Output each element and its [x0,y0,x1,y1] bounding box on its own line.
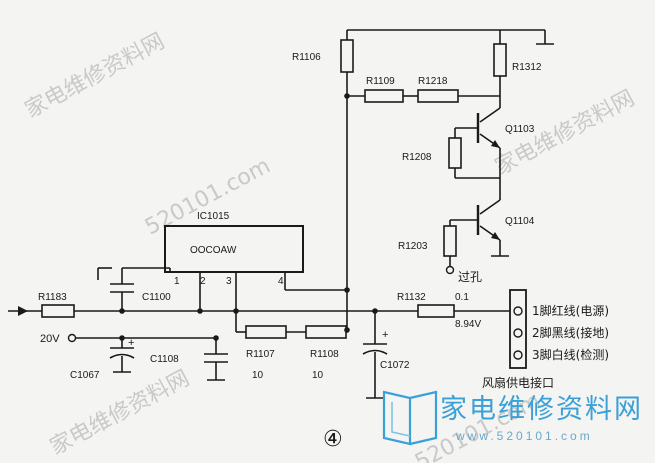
input-20v-label: 20V [40,333,60,345]
r1218-label: R1218 [418,76,448,87]
resistor-r1106: R1106 [292,30,354,330]
resistors-r1109-r1218: R1109 R1218 [344,76,500,103]
r1107-label: R1107 [246,349,275,360]
resistor-r1208: R1208 [402,128,500,179]
c1072-label: C1072 [380,360,410,371]
ic-ic1015: IC1015 OOCOAW 1 2 3 4 [164,211,304,287]
transistor-q1103: Q1103 [455,96,535,178]
input-line-r1183: R1183 [8,292,378,318]
transistor-q1104: Q1104 [450,178,535,257]
resistor-r1132: R1132 0.1 8.94V [375,292,516,330]
connector-caption: 风扇供电接口 [482,375,554,390]
capacitor-c1108: C1108 [150,338,228,381]
input-20v-network: 20V + C1067 [40,333,219,381]
connector-pin2-icon [513,328,523,338]
ic-pin1-label: 1 [174,276,180,287]
via-label: 过孔 [458,270,482,284]
r1203-label: R1203 [398,241,428,252]
figure-number: ④ [323,427,343,452]
q1104-label: Q1104 [505,216,535,227]
pin3-network [235,272,246,333]
watermark-site-left: 家电维修资料网 [21,29,169,123]
ic-pin2-label: 2 [200,276,206,287]
resistors-r1107-r1108: R1107 10 R1108 10 [245,325,350,381]
r1108-label: R1108 [310,349,339,360]
c1108-label: C1108 [150,354,179,365]
connector-pin3-label: 3脚白线(检测) [532,347,609,362]
brand-name: 家电维修资料网 [440,394,643,425]
connector-pin2-label: 2脚黑线(接地) [532,325,609,340]
c1100-label: C1100 [142,292,171,303]
watermark-site-bottom-left: 家电维修资料网 [46,366,194,460]
r1109-label: R1109 [366,76,395,87]
c1072-plus: + [382,329,388,341]
r1108-value: 10 [312,370,324,381]
pin1-c1100-network: C1100 [97,267,171,311]
r1107-value: 10 [252,370,264,381]
resistor-r1312: R1312 [493,30,542,96]
voltage-894-label: 8.94V [455,319,481,330]
ic-pin3-label: 3 [226,276,232,287]
input-20v-terminal-icon [67,333,77,343]
ic1015-label: IC1015 [197,211,230,222]
pin4-network [284,272,350,293]
c1067-label: C1067 [70,370,100,381]
connector-pin1-label: 1脚红线(电源) [532,303,609,318]
r1132-label: R1132 [397,292,426,303]
ic-marking: OOCOAW [190,245,237,256]
brand-url: www.520101.com [455,429,593,443]
top-rail [347,29,554,45]
input-arrow-icon [18,306,28,316]
brand-watermark: 家电维修资料网 www.520101.com [382,390,643,446]
r1312-label: R1312 [512,62,542,73]
r1208-label: R1208 [402,152,432,163]
q1103-label: Q1103 [505,124,535,135]
r1106-label: R1106 [292,52,321,63]
resistor-r1203: R1203 过孔 [398,220,482,284]
r1183-label: R1183 [38,292,67,303]
via-hole-icon [445,265,455,275]
r1132-value: 0.1 [455,292,469,303]
fan-connector: 1脚红线(电源) 2脚黑线(接地) 3脚白线(检测) 风扇供电接口 [482,289,609,390]
c1067-plus: + [128,337,134,349]
connector-pin1-icon [513,306,523,316]
connector-pin3-icon [513,350,523,360]
ic-pin4-label: 4 [278,276,284,287]
book-logo-icon [382,390,438,446]
capacitor-c1072: + C1072 [362,311,410,399]
